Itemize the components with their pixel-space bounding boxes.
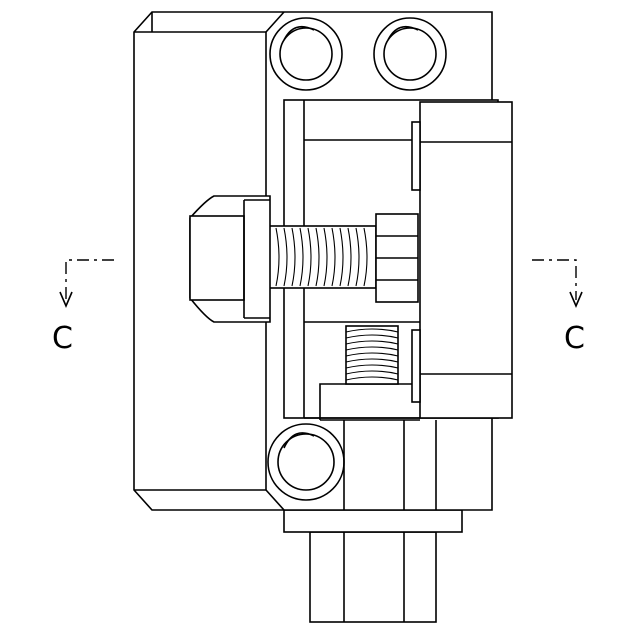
bottom-flange-plate xyxy=(284,510,462,532)
bottom-left-bolt xyxy=(268,424,344,500)
bottom-hex-nut xyxy=(310,532,436,622)
section-marker-right: C xyxy=(532,260,585,356)
screw-head xyxy=(190,196,270,322)
section-label-left: C xyxy=(52,321,73,356)
section-label-right: C xyxy=(564,321,585,356)
section-marker-left: C xyxy=(52,260,114,356)
horizontal-screw xyxy=(268,214,418,302)
top-left-bolt xyxy=(270,18,342,90)
vertical-threaded-stud xyxy=(346,326,398,384)
top-right-bolt xyxy=(374,18,446,90)
clamp-jaw xyxy=(412,102,512,418)
